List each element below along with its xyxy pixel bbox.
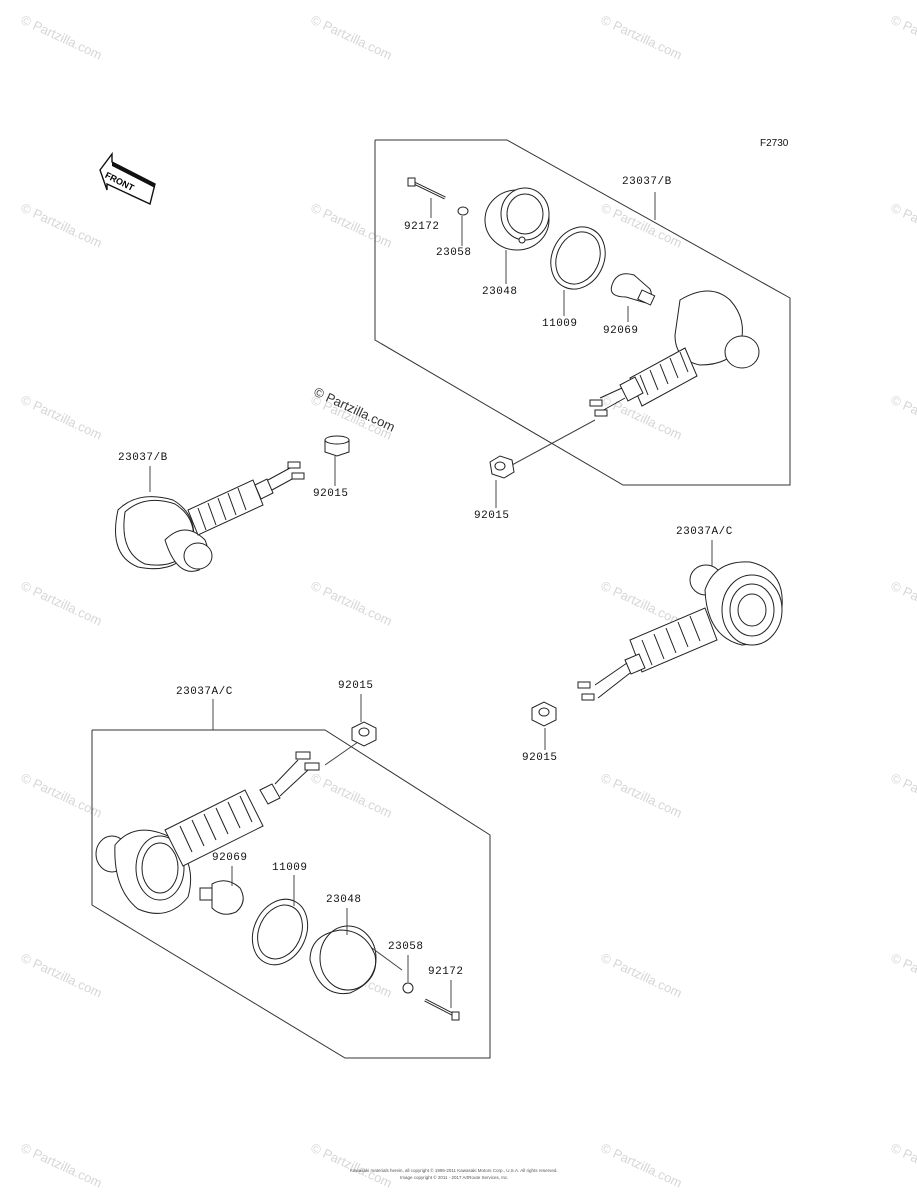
bulb-92069-bottom [199, 880, 244, 915]
label-mid-92015[interactable]: 92015 [474, 510, 510, 522]
washer-23058-bottom [402, 982, 414, 994]
label-bot-23058[interactable]: 23058 [388, 941, 424, 953]
nut-92015-bottom [351, 721, 377, 747]
callout-lines [149, 192, 713, 1008]
washer-23058-top [457, 206, 469, 216]
label-bot-11009[interactable]: 11009 [272, 862, 308, 874]
label-left-92015[interactable]: 92015 [313, 488, 349, 500]
label-bot-23037ac[interactable]: 23037A/C [176, 686, 233, 698]
gasket-11009-bottom [251, 898, 309, 966]
label-bot-92015[interactable]: 92015 [338, 680, 374, 692]
turn-signal-housing-right [577, 561, 783, 701]
lens-23048-top [484, 187, 550, 251]
nut-92015-right [531, 701, 557, 727]
label-top-23048[interactable]: 23048 [482, 286, 518, 298]
turn-signal-housing-top [589, 290, 760, 417]
label-top-11009[interactable]: 11009 [542, 318, 578, 330]
lens-23048-bottom [309, 925, 403, 995]
label-bot-92069[interactable]: 92069 [212, 852, 248, 864]
figure-code: F2730 [760, 138, 789, 149]
nut-92015-mid [489, 455, 515, 479]
bolt-92172-top [407, 177, 446, 200]
label-top-92069[interactable]: 92069 [603, 325, 639, 337]
label-right-92015[interactable]: 92015 [522, 752, 558, 764]
gasket-11009-top [550, 226, 606, 290]
nut-92015-left [324, 435, 350, 457]
front-arrow-icon [99, 151, 156, 205]
label-right-23037ac[interactable]: 23037A/C [676, 526, 733, 538]
label-bot-23048[interactable]: 23048 [326, 894, 362, 906]
bottom-assembly-box [91, 729, 491, 1059]
copyright-line-2: Image copyright © 2011 - 2017 ArtRoute S… [400, 1175, 509, 1180]
label-top-23037b[interactable]: 23037/B [622, 176, 672, 188]
label-bot-92172[interactable]: 92172 [428, 966, 464, 978]
turn-signal-housing-left [115, 461, 305, 572]
label-left-23037b[interactable]: 23037/B [118, 452, 168, 464]
turn-signal-housing-bottom [95, 751, 320, 914]
label-top-23058[interactable]: 23058 [436, 247, 472, 259]
copyright-line-1: Kawasaki materials herein, all copyright… [350, 1168, 558, 1173]
bolt-92172-bottom [424, 998, 460, 1021]
label-top-92172[interactable]: 92172 [404, 221, 440, 233]
bulb-92069-top [610, 273, 656, 306]
top-assembly-box [374, 139, 791, 486]
